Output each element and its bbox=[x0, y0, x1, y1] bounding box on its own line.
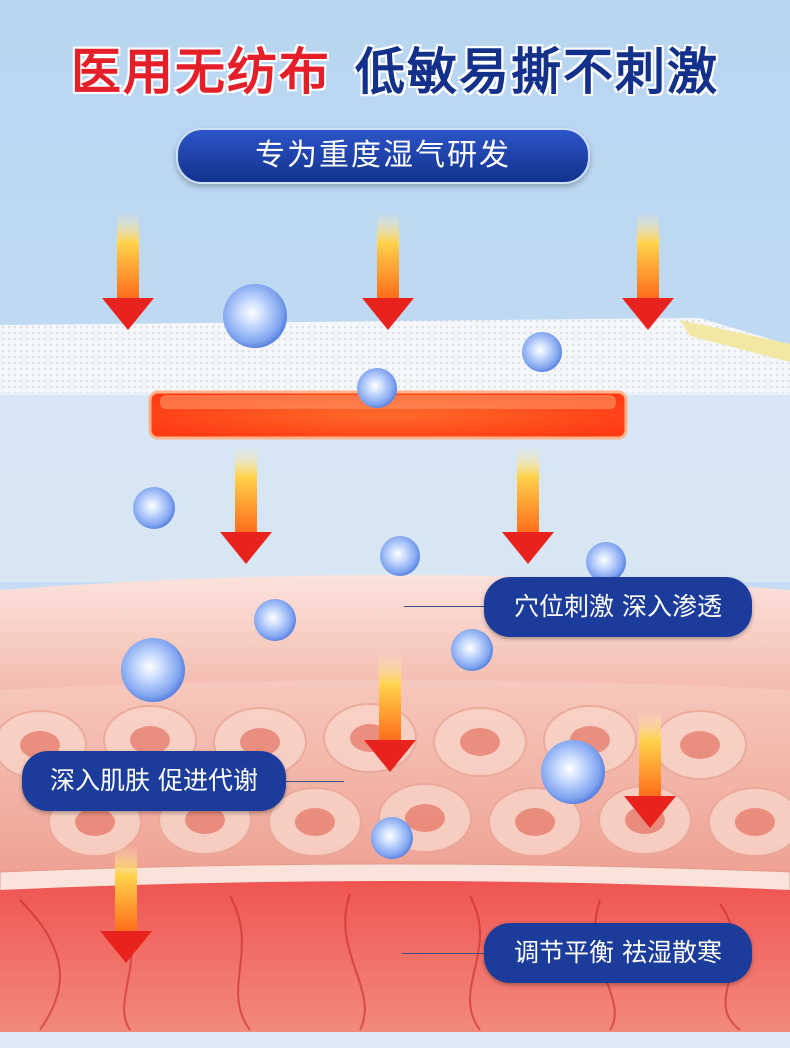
headline-part1: 医用无纺布 bbox=[71, 43, 331, 101]
subtitle-pill: 专为重度湿气研发 bbox=[176, 128, 590, 184]
callout-leader-skin bbox=[286, 781, 344, 782]
bottom-strip bbox=[0, 1032, 790, 1048]
callout-acupoint: 穴位刺激 深入渗透 bbox=[484, 577, 752, 637]
callout-balance: 调节平衡 祛湿散寒 bbox=[484, 923, 752, 983]
callout-leader-balance bbox=[402, 953, 484, 954]
headline: 医用无纺布低敏易撕不刺激 bbox=[0, 32, 790, 104]
callout-skin: 深入肌肤 促进代谢 bbox=[22, 751, 286, 811]
headline-part2: 低敏易撕不刺激 bbox=[355, 43, 719, 101]
callout-leader-acupoint bbox=[404, 606, 484, 607]
